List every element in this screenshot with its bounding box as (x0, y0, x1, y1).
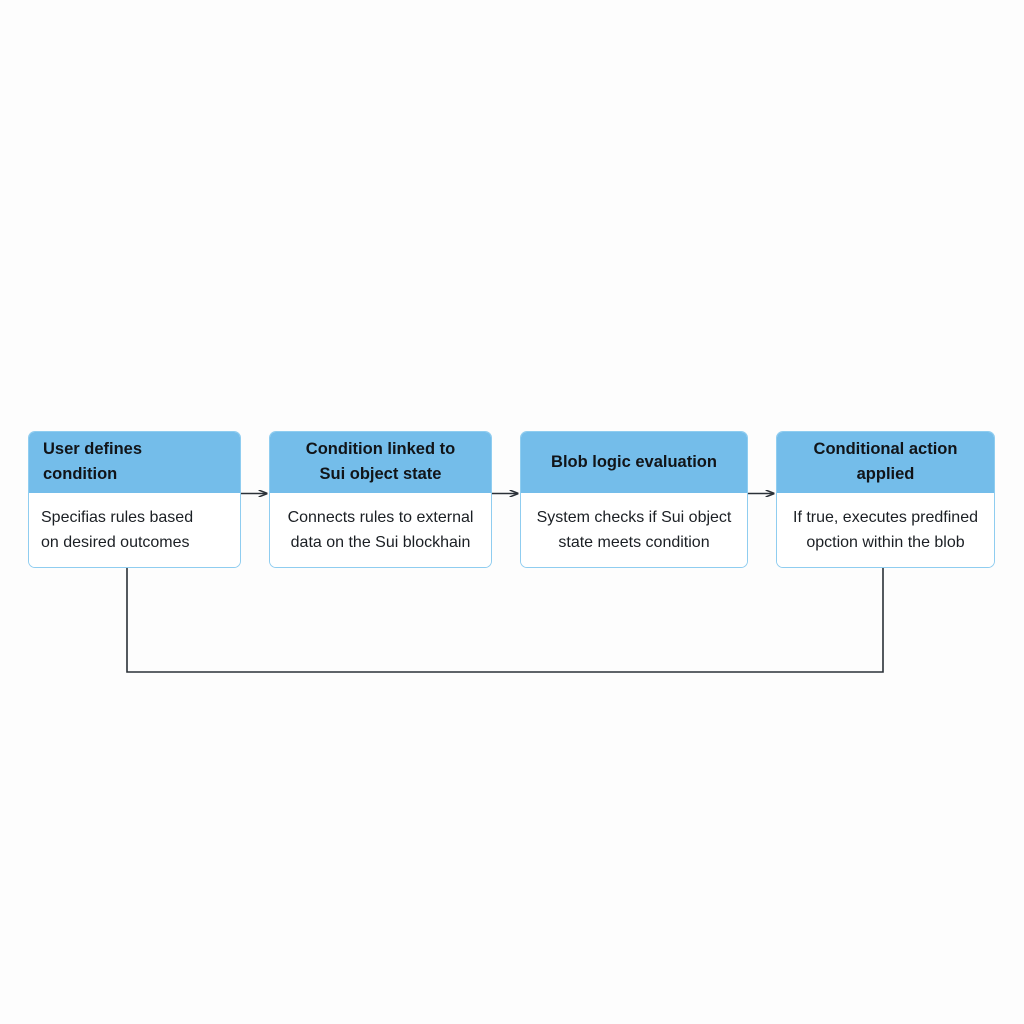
flow-node-3-header: Blob logic evaluation (521, 432, 747, 493)
flow-node-2-title-line-2: Sui object state (319, 465, 442, 483)
feedback-loop-connector (126, 568, 884, 673)
flow-node-3-body-line-2: state meets condition (558, 533, 710, 551)
flow-node-1-body: Specifias rules based on desired outcome… (29, 493, 240, 567)
flow-node-3-body-line-1: System checks if Sui object (536, 508, 732, 526)
flow-node-3-body: System checks if Sui object state meets … (521, 493, 747, 567)
flow-node-4-title-line-2: applied (856, 465, 915, 483)
flow-node-3-title-line-1: Blob logic evaluation (551, 452, 717, 471)
flow-node-2-body-line-1: Connects rules to external (287, 508, 474, 526)
flow-node-4-header: Conditional action applied (777, 432, 994, 493)
flow-node-2-body-line-2: data on the Sui blockhain (290, 533, 471, 551)
flow-node-1-body-line-2: on desired outcomes (41, 533, 190, 551)
flow-node-2-title-line-1: Condition linked to (305, 440, 456, 458)
flow-node-1-title-line-2: condition (43, 465, 118, 483)
flow-node-4-body-line-2: opction within the blob (806, 533, 965, 551)
flow-node-4-title-line-1: Conditional action (813, 440, 958, 458)
flow-node-4-body: If true, executes predfined opction with… (777, 493, 994, 567)
flow-node-1-header: User defines condition (29, 432, 240, 493)
flow-node-1-body-line-1: Specifias rules based (41, 508, 194, 526)
flow-node-1-title-line-1: User defines (43, 440, 143, 458)
flow-node-conditional-action-applied[interactable]: Conditional action applied If true, exec… (776, 431, 995, 568)
flow-node-4-body-line-1: If true, executes predfined (793, 508, 978, 526)
flow-node-2-header: Condition linked to Sui object state (270, 432, 491, 493)
flow-node-2-body: Connects rules to external data on the S… (270, 493, 491, 567)
flow-node-blob-logic-evaluation[interactable]: Blob logic evaluation System checks if S… (520, 431, 748, 568)
flow-node-user-defines-condition[interactable]: User defines condition Specifias rules b… (28, 431, 241, 568)
flow-node-condition-linked-to-sui-object-state[interactable]: Condition linked to Sui object state Con… (269, 431, 492, 568)
